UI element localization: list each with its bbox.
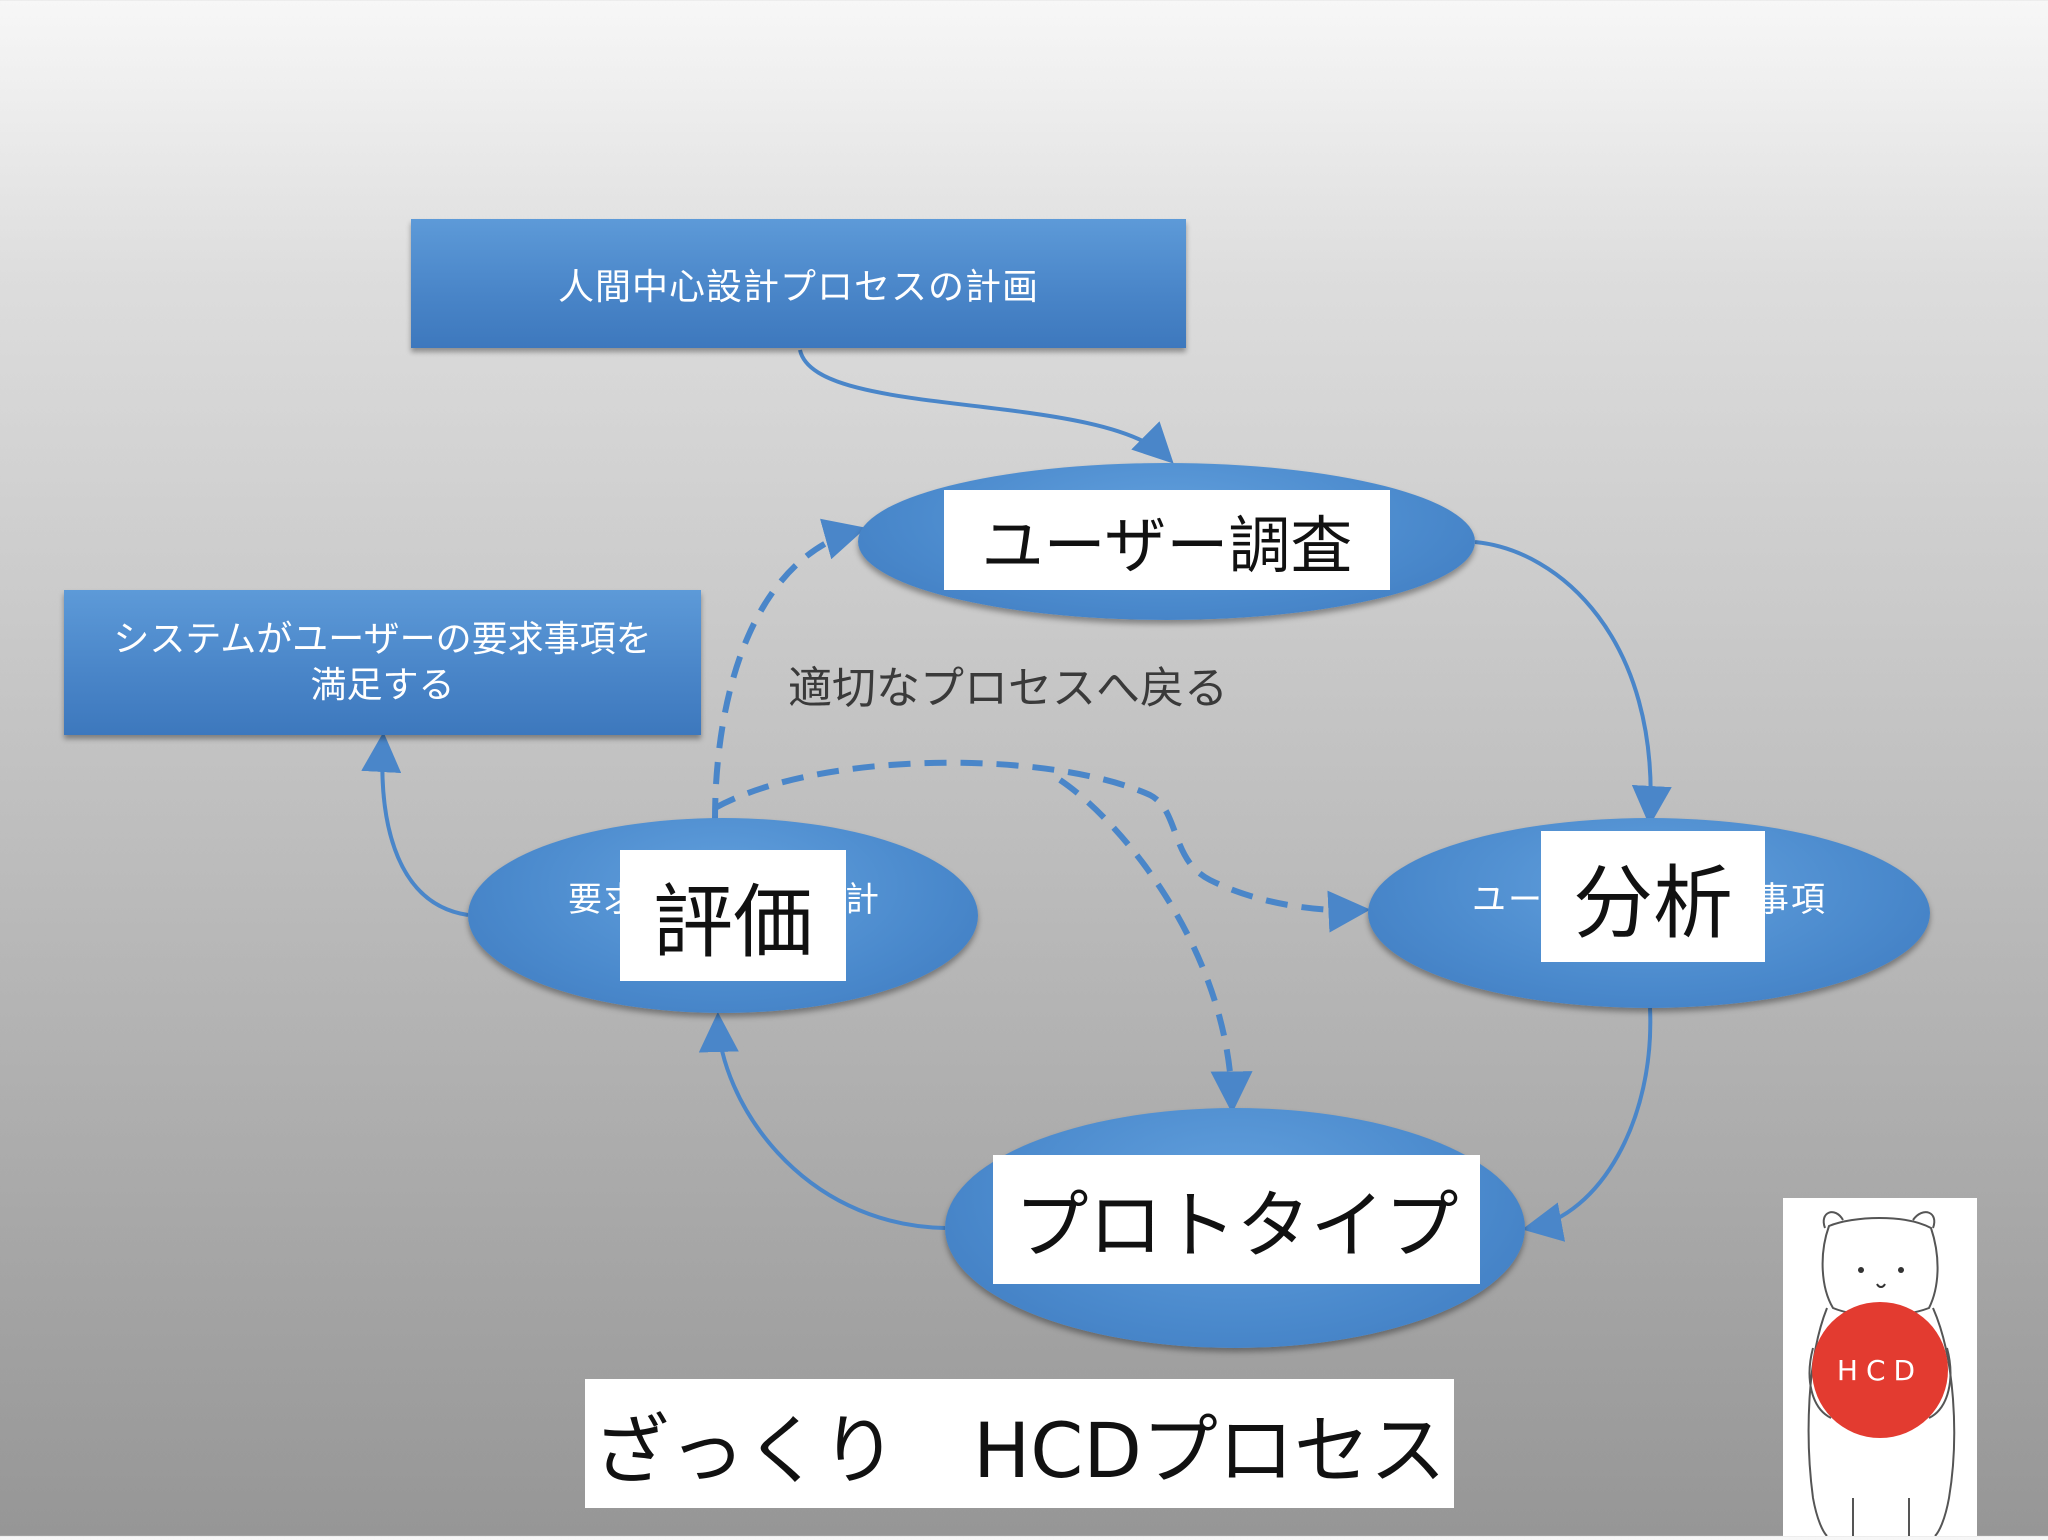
satisfy-box-label: システムがユーザーの要求事項を満足する bbox=[113, 618, 652, 706]
analysis-label-text: 分析 bbox=[1573, 856, 1733, 950]
evaluation-hidden-text-right: 計 bbox=[845, 880, 881, 920]
bear-logo-illustration: HCD bbox=[1807, 1211, 1956, 1537]
hcd-logo-text: HCD bbox=[1837, 1354, 1923, 1387]
arrow-prototype-to-evaluation bbox=[698, 1012, 946, 1230]
prototype-label: プロトタイプ bbox=[993, 1155, 1480, 1284]
arrow-evaluation-to-satisfy bbox=[361, 732, 469, 917]
arrow-plan-to-research bbox=[798, 349, 1174, 464]
arrow-analysis-to-prototype bbox=[1522, 1007, 1653, 1242]
dashed-arrow-evaluation-to-research bbox=[712, 518, 867, 821]
bear-logo: HCD bbox=[1783, 1198, 1977, 1537]
research-label-text: ユーザー調査 bbox=[981, 509, 1353, 582]
return-note: 適切なプロセスへ戻る bbox=[788, 663, 1228, 714]
page-title: ざっくり HCDプロセス bbox=[585, 1379, 1454, 1508]
prototype-label-text: プロトタイプ bbox=[1014, 1183, 1459, 1269]
dashed-arrow-evaluation-to-analysis bbox=[713, 759, 1371, 933]
satisfy-box: システムがユーザーの要求事項を満足する bbox=[64, 590, 701, 735]
plan-box-label: 人間中心設計プロセスの計画 bbox=[557, 266, 1039, 308]
dashed-arrow-evaluation-to-prototype bbox=[1058, 777, 1253, 1114]
hcd-red-circle bbox=[1812, 1302, 1948, 1438]
research-label: ユーザー調査 bbox=[944, 490, 1390, 590]
analysis-label: 分析 bbox=[1541, 831, 1765, 962]
plan-box: 人間中心設計プロセスの計画 bbox=[411, 219, 1186, 348]
evaluation-label-text: 評価 bbox=[653, 875, 813, 969]
evaluation-label: 評価 bbox=[620, 850, 846, 981]
arrow-research-to-analysis bbox=[1474, 540, 1672, 826]
analysis-hidden-text-left: ユー bbox=[1472, 880, 1544, 920]
analysis-hidden-text-right: 事項 bbox=[1755, 880, 1827, 920]
page-title-text: ざっくり HCDプロセス bbox=[593, 1405, 1446, 1495]
